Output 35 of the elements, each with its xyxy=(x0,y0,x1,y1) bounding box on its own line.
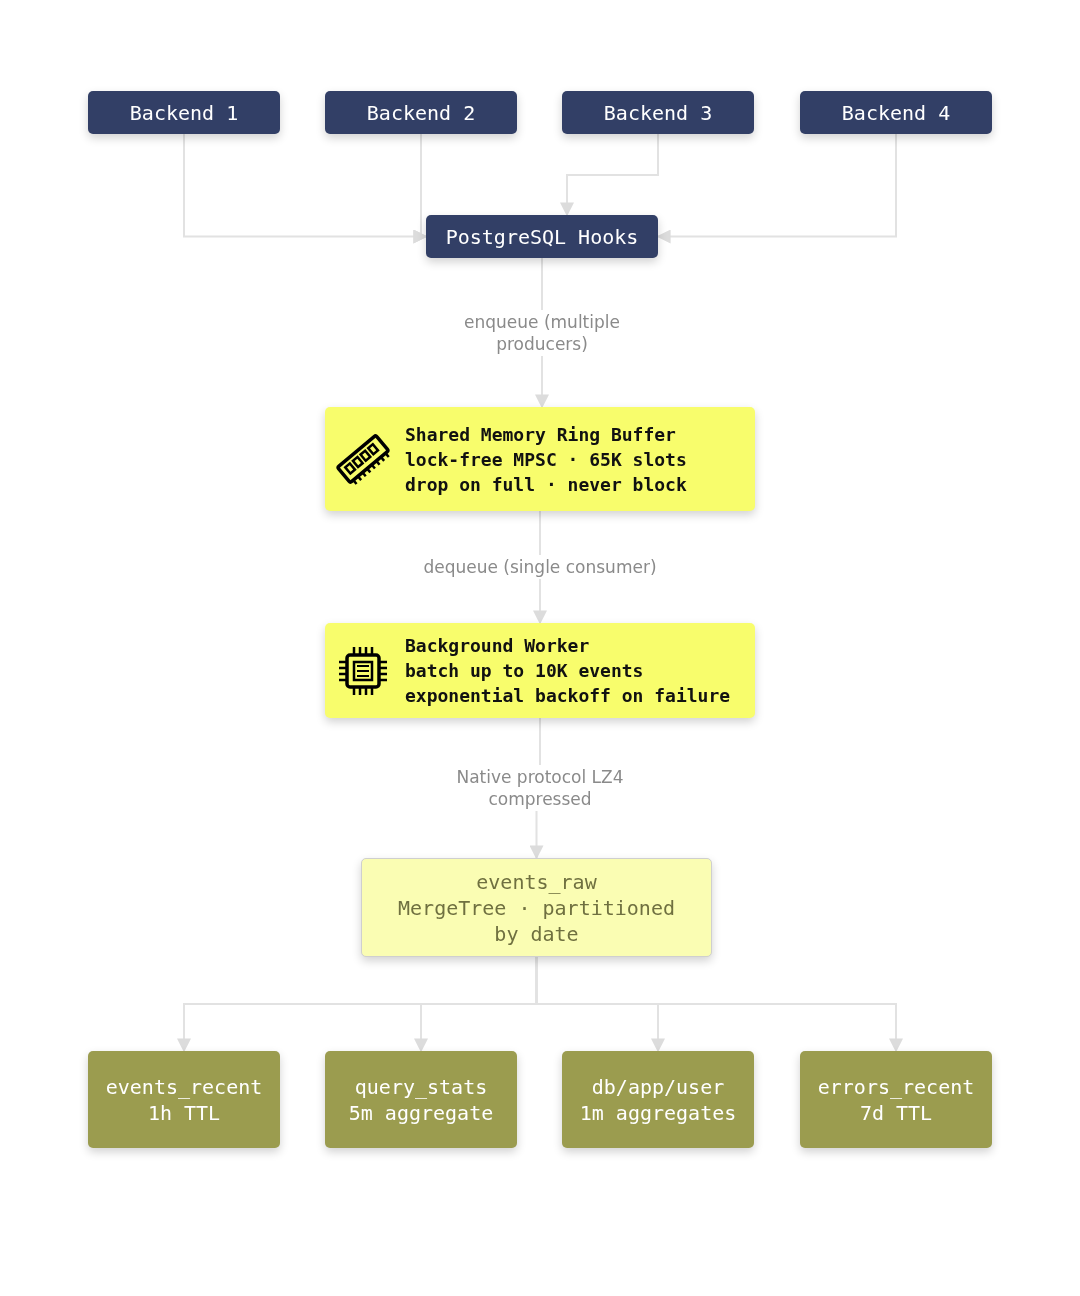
process-box xyxy=(562,91,754,134)
node-title: events_recent xyxy=(105,1073,263,1100)
node-text: batch up to 10K events xyxy=(405,659,644,683)
process-box xyxy=(426,215,658,258)
process-box xyxy=(325,91,517,134)
node-text: 1m aggregates xyxy=(579,1099,737,1126)
process-box xyxy=(325,407,755,511)
node-text: drop on full · never block xyxy=(405,472,687,497)
node-text: lock-free MPSC · 65K slots xyxy=(405,447,687,472)
node-text: 5m aggregate xyxy=(348,1099,494,1126)
node-title: query_stats xyxy=(354,1073,488,1100)
node-title: db/app/user xyxy=(591,1073,725,1100)
arrow xyxy=(560,133,659,217)
table-box xyxy=(361,858,712,957)
arrow xyxy=(656,133,897,244)
table-box xyxy=(562,1051,754,1148)
table-box xyxy=(800,1051,992,1148)
process-box xyxy=(88,91,280,134)
node-text: exponential backoff on failure xyxy=(405,684,731,708)
node-text: 1h TTL xyxy=(147,1099,221,1126)
node-title: events_raw xyxy=(476,868,597,895)
node-title: errors_recent xyxy=(817,1073,975,1100)
node-text: MergeTree · partitioned by date xyxy=(397,894,676,947)
node-text: Backend 4 xyxy=(841,100,951,125)
node-text: PostgreSQL Hooks xyxy=(445,224,639,249)
node-text: Backend 3 xyxy=(603,100,713,125)
table-box xyxy=(88,1051,280,1148)
node-title: Background Worker xyxy=(405,634,590,658)
process-box xyxy=(800,91,992,134)
table-box xyxy=(325,1051,517,1148)
node-text: 7d TTL xyxy=(859,1099,933,1126)
node-text: Backend 1 xyxy=(129,100,239,125)
process-box xyxy=(325,623,755,718)
node-title: Shared Memory Ring Buffer xyxy=(405,422,676,447)
node-text: Backend 2 xyxy=(366,100,476,125)
